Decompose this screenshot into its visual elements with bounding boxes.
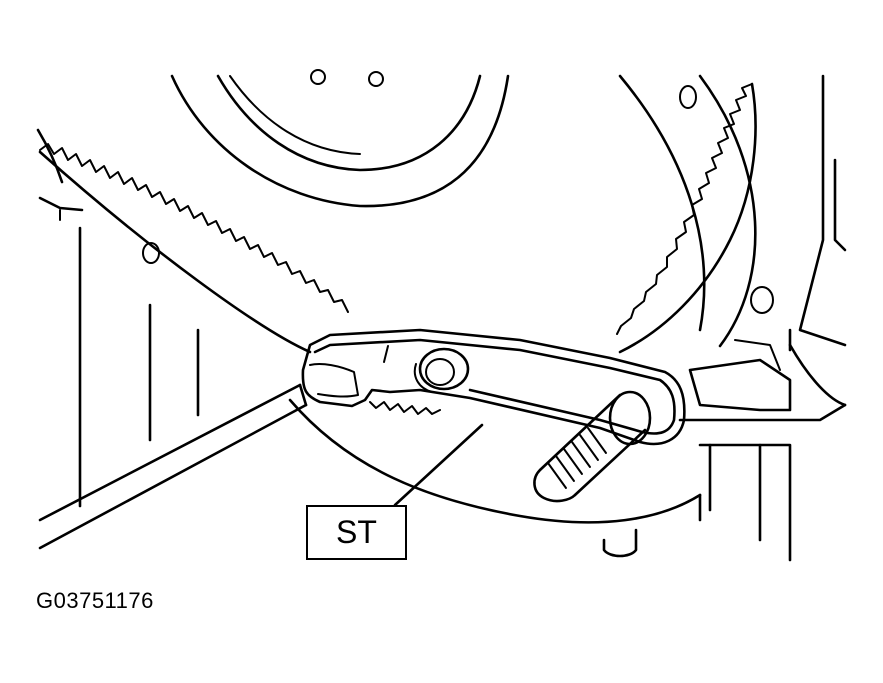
callout-leader-line xyxy=(393,423,484,507)
tool-bolt xyxy=(413,347,470,393)
engine-housing-left xyxy=(38,196,308,550)
ring-gear-teeth-right xyxy=(616,82,757,354)
threaded-bolt xyxy=(533,390,652,503)
gear-teeth-under-tool xyxy=(369,401,441,415)
flywheel-body xyxy=(36,74,774,354)
figure-id: G03751176 xyxy=(36,588,154,613)
callout-label-st: ST xyxy=(306,505,407,560)
flywheel-hub xyxy=(170,69,510,208)
engine-housing-right xyxy=(788,74,847,407)
ring-gear-teeth-left xyxy=(39,143,349,313)
engine-housing-bottom xyxy=(288,339,847,562)
special-tool xyxy=(301,328,686,446)
